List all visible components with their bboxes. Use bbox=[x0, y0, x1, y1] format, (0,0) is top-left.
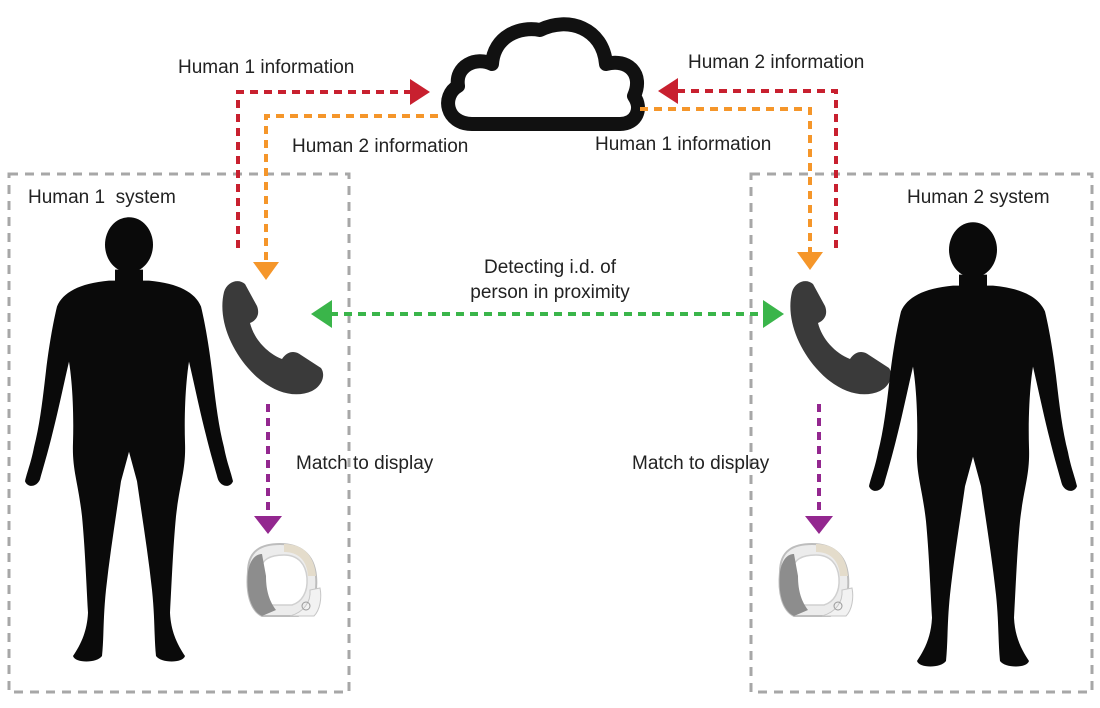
label-match-left: Match to display bbox=[296, 453, 434, 474]
arrowhead-purple-left bbox=[254, 516, 282, 534]
arrowhead-red-left bbox=[410, 79, 430, 105]
label-human2-info-from-cloud-left: Human 2 information bbox=[292, 136, 469, 157]
label-human1-info-to-cloud: Human 1 information bbox=[178, 57, 355, 78]
cloud-icon bbox=[441, 17, 645, 131]
label-human2-info-to-cloud: Human 2 information bbox=[688, 52, 865, 73]
phone-icon-right bbox=[790, 281, 892, 395]
human2-info-arrow-left bbox=[264, 114, 438, 262]
arrowhead-green-left bbox=[311, 300, 332, 328]
arrowhead-red-right bbox=[658, 78, 678, 104]
label-proximity-line2: person in proximity bbox=[470, 282, 630, 303]
label-human1-info-from-cloud-right: Human 1 information bbox=[595, 134, 772, 155]
label-match-right: Match to display bbox=[632, 453, 770, 474]
phone-icon-left bbox=[222, 281, 324, 395]
wristband-icon-left bbox=[246, 543, 322, 617]
human2-info-arrow-right bbox=[678, 89, 838, 248]
person-silhouette-right bbox=[869, 222, 1077, 667]
human1-info-arrow-left bbox=[236, 90, 410, 248]
person-silhouette-left bbox=[25, 217, 233, 662]
human1-system-box bbox=[7, 172, 351, 694]
label-proximity-line1: Detecting i.d. of bbox=[483, 257, 617, 278]
label-human1-system: Human 1 system bbox=[28, 187, 176, 208]
arrowhead-orange-left bbox=[253, 262, 279, 280]
arrowhead-orange-right bbox=[797, 252, 823, 270]
label-human2-system: Human 2 system bbox=[907, 187, 1050, 208]
arrowhead-purple-right bbox=[805, 516, 833, 534]
wristband-icon-right bbox=[778, 543, 854, 617]
human1-info-arrow-right bbox=[640, 107, 812, 252]
arrowhead-green-right bbox=[763, 300, 784, 328]
human2-system-box bbox=[749, 172, 1094, 694]
